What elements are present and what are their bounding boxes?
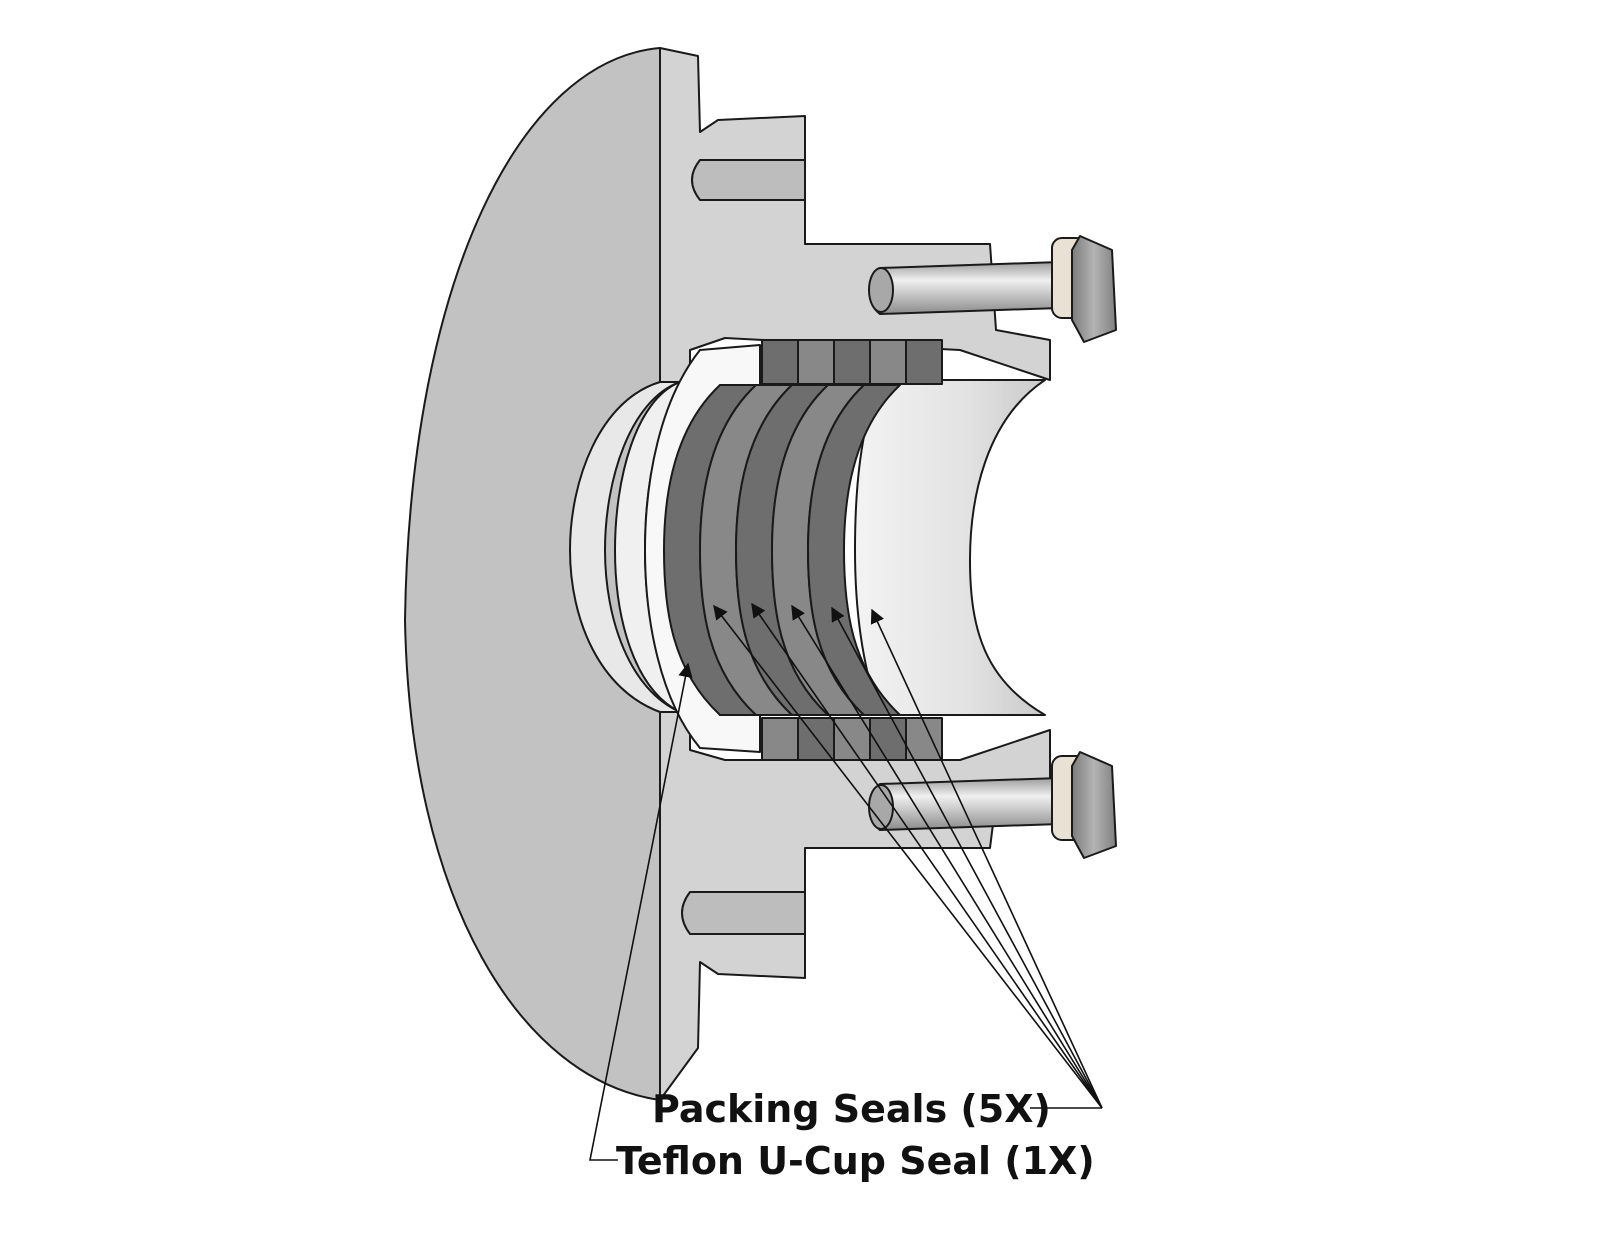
packing-seals-label: Packing Seals (5X) (652, 1087, 1051, 1131)
nut-lower (1071, 751, 1117, 859)
housing-groove-upper (691, 159, 806, 201)
packing-seal-block-top (833, 339, 871, 385)
packing-seal-block-bottom (869, 717, 907, 761)
packing-seal-block-bottom (761, 717, 799, 761)
packing-section-top (761, 339, 943, 385)
nut-upper (1071, 235, 1117, 343)
packing-seal-leaders (713, 602, 1103, 1109)
housing-groove-lower (681, 891, 806, 935)
packing-seal-block-top (797, 339, 835, 385)
packing-section-bottom (761, 717, 943, 761)
u-cup-seal-leader (589, 662, 693, 1161)
u-cup-seal-label: Teflon U-Cup Seal (1X) (616, 1139, 1095, 1183)
packing-seal-rings (663, 384, 901, 716)
stud-upper (868, 261, 1061, 315)
stud-lower (868, 777, 1061, 831)
packing-seal-block-top (869, 339, 907, 385)
bore-surface (854, 379, 1046, 716)
stud-upper-end (868, 267, 894, 313)
packing-seal-block-top (761, 339, 799, 385)
packing-seal-ring (807, 384, 901, 716)
packing-seal-block-top (905, 339, 943, 385)
packing-seal-block-bottom (905, 717, 943, 761)
packing-seal-block-bottom (833, 717, 871, 761)
flange-face (404, 47, 661, 1101)
